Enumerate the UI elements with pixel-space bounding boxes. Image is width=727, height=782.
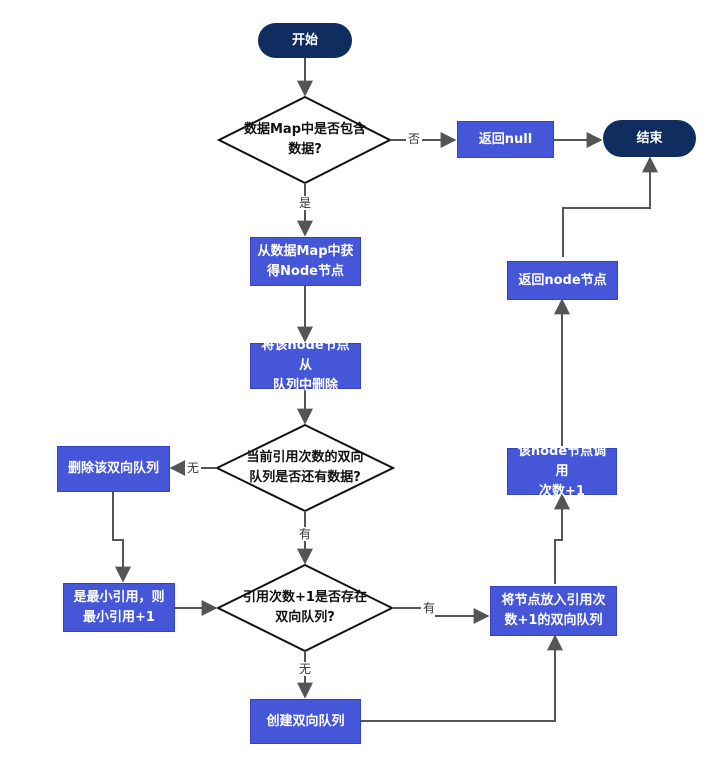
end-terminal: 结束 [603, 120, 696, 157]
end-label: 结束 [636, 130, 663, 146]
return-null-box: 返回null [457, 121, 554, 158]
edge-create-to-put [361, 634, 563, 722]
delete-queue-box: 删除该双向队列 [57, 446, 170, 492]
return-node-box: 返回node节点 [507, 261, 618, 300]
return-null-label: 返回null [478, 131, 533, 147]
check-map-label: 数据Map中是否包含 数据? [243, 122, 366, 157]
decision-check-map-text: 数据Map中是否包含 数据? [229, 116, 381, 164]
remove-node-box: 将该node节点从 队列中删除 [250, 338, 361, 393]
get-node-box: 从数据Map中获 得Node节点 [250, 237, 361, 286]
is-min-label: 是最小引用，则 最小引用+1 [73, 589, 165, 625]
decision-check-queue-text: 当前引用次数的双向 队列是否还有数据? [226, 444, 384, 492]
remove-node-label: 将该node节点从 队列中删除 [261, 338, 350, 393]
edge-label-has-2: 有 [421, 601, 438, 615]
start-label: 开始 [291, 32, 318, 48]
edge-check-exists-has [392, 607, 490, 624]
delete-queue-label: 删除该双向队列 [67, 461, 159, 476]
increment-label: 该node节点调用 次数+1 [517, 443, 607, 499]
put-node-label: 将节点放入引用次 数+1的双向队列 [501, 593, 606, 628]
check-exists-label: 引用次数+1是否存在 双向队列? [243, 590, 367, 625]
edge-delete-to-min [112, 492, 131, 583]
start-terminal: 开始 [258, 23, 352, 58]
edge-label-none-1: 无 [185, 461, 202, 475]
increment-box: 该node节点调用 次数+1 [507, 444, 617, 499]
edge-label-no: 否 [406, 132, 423, 146]
edge-put-to-increment [554, 493, 570, 584]
is-min-box: 是最小引用，则 最小引用+1 [63, 583, 175, 632]
edge-label-yes: 是 [297, 196, 314, 210]
get-node-label: 从数据Map中获 得Node节点 [257, 243, 354, 279]
decision-check-exists-text: 引用次数+1是否存在 双向队列? [227, 584, 383, 632]
create-queue-label: 创建双向队列 [266, 713, 345, 729]
edge-returnnode-to-end [562, 156, 658, 257]
create-queue-box: 创建双向队列 [250, 699, 361, 744]
check-queue-label: 当前引用次数的双向 队列是否还有数据? [246, 450, 364, 485]
put-node-box: 将节点放入引用次 数+1的双向队列 [490, 586, 617, 636]
return-node-label: 返回node节点 [518, 272, 607, 288]
edge-label-has-1: 有 [297, 527, 314, 541]
edge-label-none-2: 无 [297, 662, 314, 676]
